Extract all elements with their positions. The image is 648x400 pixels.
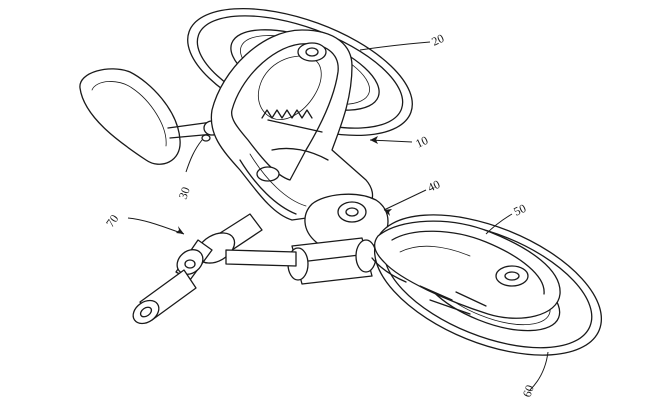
leader-50 xyxy=(485,213,513,235)
arrowheads xyxy=(176,136,392,234)
leader-70 xyxy=(127,217,185,235)
leader-30 xyxy=(185,139,203,173)
front-wheel-housing xyxy=(371,220,561,319)
handlebar xyxy=(132,213,297,325)
label-70: 70 xyxy=(103,212,121,230)
leader-10 xyxy=(369,139,413,143)
label-40: 40 xyxy=(425,177,442,195)
leader-60 xyxy=(529,351,549,391)
label-60: 60 xyxy=(520,383,537,399)
label-50: 50 xyxy=(511,201,528,219)
frame xyxy=(210,29,374,221)
label-20: 20 xyxy=(429,31,446,49)
leader-20 xyxy=(359,41,431,51)
seat xyxy=(79,68,221,165)
label-10: 10 xyxy=(413,133,430,151)
leader-40 xyxy=(383,189,427,211)
steering-pivot xyxy=(287,193,389,285)
label-30: 30 xyxy=(176,185,193,201)
